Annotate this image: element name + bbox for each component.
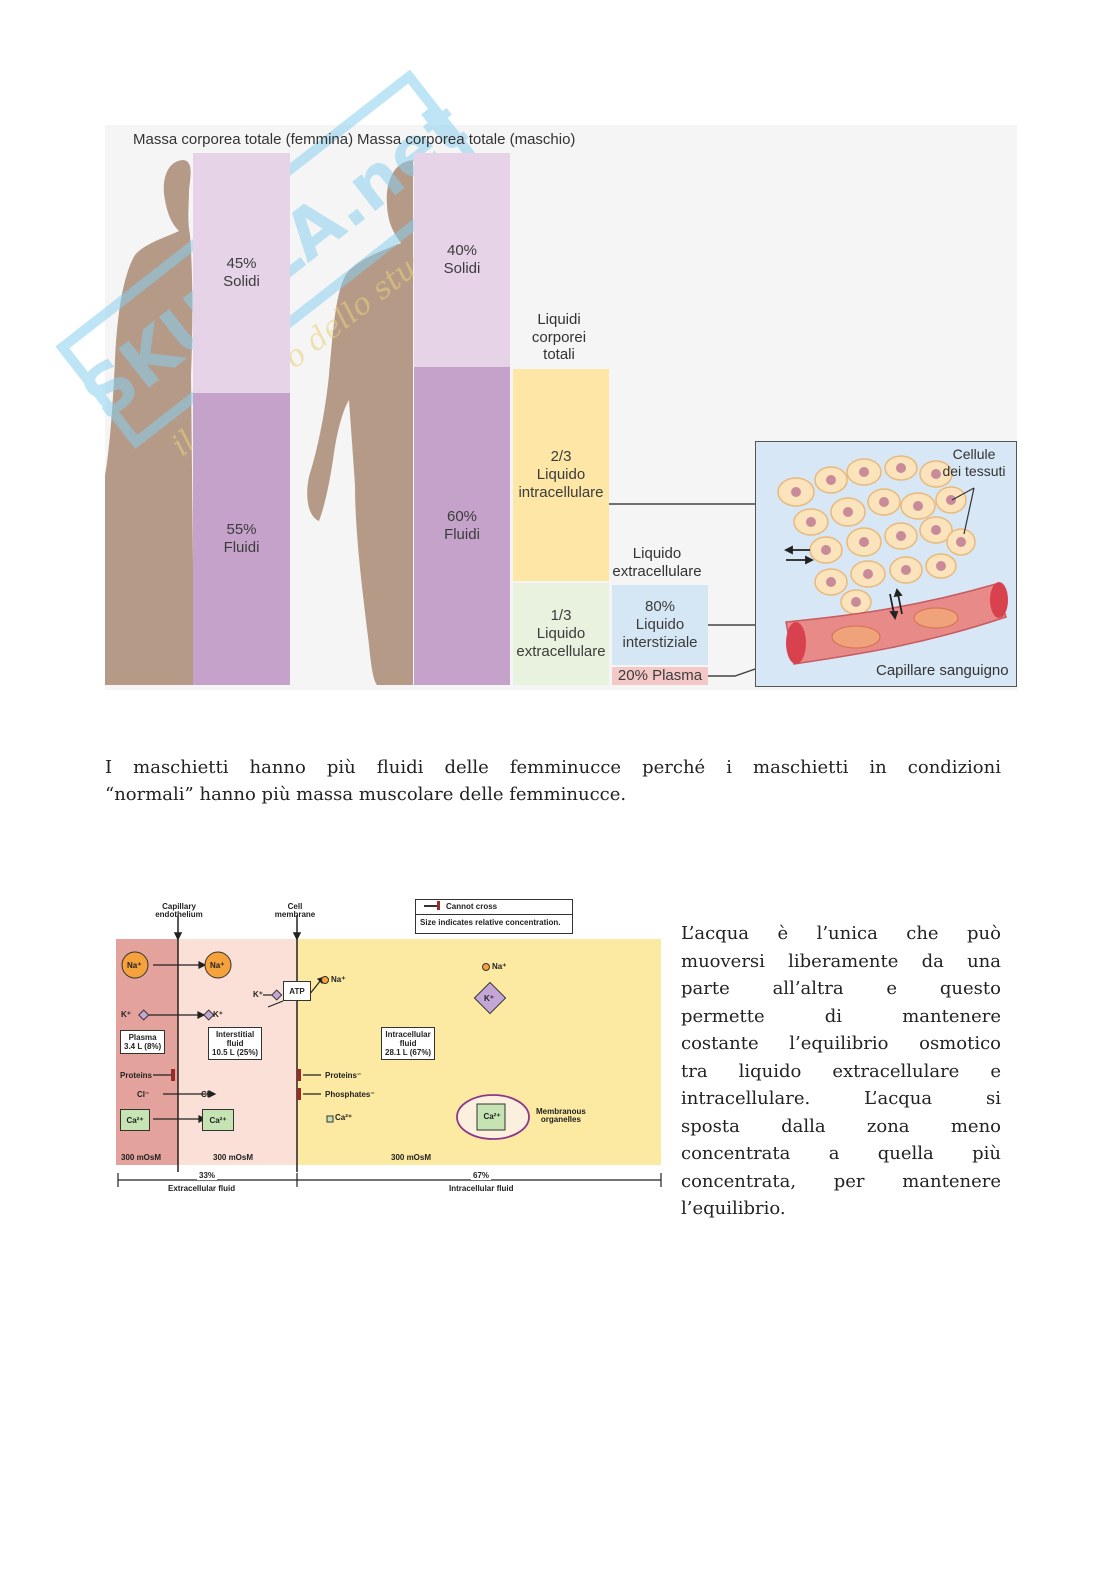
k-plasma-label: K⁺	[121, 1010, 131, 1019]
male-silhouette	[307, 160, 415, 685]
legend-size: Size indicates relative concentration.	[420, 918, 561, 927]
body-fluids-figure: SKUOLA.net il paradiso dello studente Ma…	[55, 69, 1017, 690]
cell-membrane-label: Cell membrane	[274, 902, 316, 919]
female-solids-pct: 45%	[226, 255, 257, 273]
extracellular-bar: 1/3 Liquido extracellulare	[513, 583, 609, 685]
legend-cannot-cross: Cannot cross	[446, 902, 498, 911]
phosphates-label: Phosphates⁻	[325, 1090, 375, 1099]
plasma-box: Plasma 3.4 L (8%)	[120, 1030, 166, 1054]
figure2-legend: Cannot cross Size indicates relative con…	[415, 899, 573, 934]
ecf-title-label: Liquido extracellulare	[612, 545, 702, 580]
k-membrane-label: K⁺	[253, 990, 263, 999]
cl-plasma-label: Cl⁻	[137, 1090, 150, 1099]
icf-pct-label: 67%	[471, 1171, 492, 1180]
male-solids-pct: 40%	[446, 242, 478, 260]
osm-intracellular-label: 300 mOsM	[391, 1153, 432, 1162]
male-fluids-bar: 60% Fluidi	[414, 367, 510, 685]
interstitial-box: Interstitial fluid 10.5 L (25%)	[208, 1027, 263, 1060]
tissue-cells-illustration	[777, 455, 1008, 665]
na-plasma-label: Na⁺	[127, 961, 142, 970]
tissue-inset: Cellule dei tessuti Capillare sanguigno	[755, 441, 1017, 687]
female-fluids-pct: 55%	[226, 521, 257, 539]
tissue-cells-label: Cellule dei tessuti	[942, 446, 1006, 479]
female-fluids-bar: 55% Fluidi	[193, 393, 290, 685]
na-interstitial-circle	[204, 951, 232, 979]
plasma-bar: 20% Plasma	[612, 667, 708, 685]
intracellular-bar: 2/3 Liquido intracellulare	[513, 369, 609, 581]
capillary-label: Capillare sanguigno	[876, 662, 1009, 679]
atp-pump: ATP	[283, 981, 311, 1001]
paragraph-sex-differences: I maschietti hanno più fluidi delle femm…	[105, 757, 1001, 805]
na-membrane-label: Na⁺	[331, 975, 346, 984]
male-solids-bar: 40% Solidi	[414, 153, 510, 367]
fluid-compartments-figure: Capillary endothelium Cell membrane Cann…	[113, 897, 666, 1199]
female-solids-bar: 45% Solidi	[193, 153, 290, 393]
k-intracellular-diamond	[473, 981, 507, 1015]
ca-organelle-label: Ca²⁺	[483, 1112, 501, 1121]
male-fluids-label: Fluidi	[444, 526, 480, 543]
paragraph-water-movement: L’acqua è l’unica che può muoversi liber…	[681, 923, 1001, 1219]
ca-plasma-box: Ca²⁺	[120, 1109, 150, 1131]
ecf-label: Extracellular fluid	[168, 1184, 236, 1193]
icf-label: Intracellular fluid	[449, 1184, 514, 1193]
na-intracellular-label: Na⁺	[492, 962, 507, 971]
k-intracellular-label: K⁺	[484, 994, 494, 1003]
osm-plasma-label: 300 mOsM	[121, 1153, 162, 1162]
intracellular-box: Intracellular fluid 28.1 L (67%)	[381, 1027, 436, 1060]
na-plasma-circle	[121, 951, 149, 979]
interstitial-bar: 80% Liquido interstiziale	[612, 585, 708, 665]
capillary-graphic	[785, 582, 1008, 665]
male-fluids-pct: 60%	[446, 508, 478, 526]
male-solids-label: Solidi	[443, 260, 481, 277]
total-body-fluids-label: Liquidi corporei totali	[531, 311, 587, 364]
cl-interstitial-label: Cl⁻	[201, 1090, 214, 1099]
header-male: Massa corporea totale (maschio)	[357, 131, 576, 148]
proteins-label: Proteins	[120, 1071, 153, 1080]
membranous-organelles-label: Membranous organelles	[536, 1107, 586, 1124]
figure2-lines	[117, 915, 662, 1187]
ca-interstitial-box: Ca²⁺	[202, 1109, 234, 1131]
capillary-endothelium-label: Capillary endothelium	[155, 902, 203, 919]
female-fluids-label: Fluidi	[223, 539, 260, 556]
k-interstitial-label: K⁺	[213, 1010, 223, 1019]
proteins-minus-label: Proteins⁻	[325, 1071, 362, 1080]
na-interstitial-label: Na⁺	[210, 961, 225, 970]
header-female: Massa corporea totale (femmina)	[133, 131, 354, 148]
ecf-pct-label: 33%	[197, 1171, 218, 1180]
ca-membrane-label: Ca²⁺	[335, 1113, 353, 1122]
osm-interstitial-label: 300 mOsM	[213, 1153, 254, 1162]
female-solids-label: Solidi	[223, 273, 260, 290]
